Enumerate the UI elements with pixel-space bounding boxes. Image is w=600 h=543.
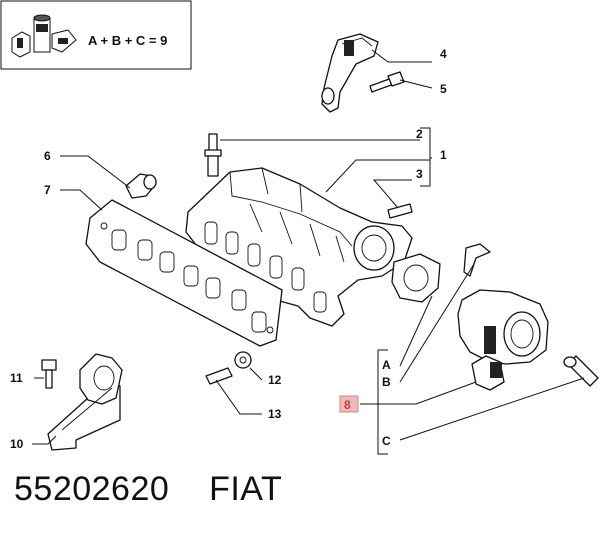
kit-parts-icon <box>11 14 77 58</box>
part-number: 55202620 <box>14 470 170 508</box>
callout-labels: 4 5 2 1 3 6 7 A B C 8 11 10 12 13 <box>10 47 447 451</box>
part-stud-2 <box>204 133 222 177</box>
part-sensor <box>321 33 379 113</box>
callout-label-12: 12 <box>268 373 282 387</box>
part-intake-manifold <box>185 167 413 327</box>
part-throttle-gasket <box>391 253 441 303</box>
part-bolt-11 <box>41 359 57 389</box>
callout-label-13: 13 <box>268 407 282 421</box>
part-gasket <box>85 199 283 347</box>
brand-name: FIAT <box>209 470 283 508</box>
kit-legend: A + B + C = 9 <box>0 0 192 70</box>
part-throttle-body <box>457 289 549 391</box>
kit-letter-b: B <box>382 375 391 389</box>
part-stud-3 <box>387 203 413 219</box>
callout-label-8: 8 <box>344 398 351 412</box>
callout-label-4: 4 <box>440 47 447 61</box>
part-bracket <box>463 243 491 277</box>
footer: 55202620 FIAT <box>14 470 282 509</box>
kit-letter-c: C <box>382 434 391 448</box>
callout-label-6: 6 <box>44 149 51 163</box>
kit-letter-a: A <box>382 358 391 372</box>
callout-label-5: 5 <box>440 82 447 96</box>
callout-8-highlight: 8 <box>339 395 359 413</box>
part-bolt-5 <box>369 71 405 93</box>
part-plug-6 <box>125 173 157 199</box>
kit-formula: A + B + C = 9 <box>88 33 167 48</box>
callout-label-3: 3 <box>416 167 423 181</box>
part-clip-bracket <box>47 353 123 451</box>
callout-label-1: 1 <box>440 148 447 162</box>
part-nut-12 <box>234 351 252 369</box>
part-stud-13 <box>205 367 233 385</box>
part-bolt-c <box>563 355 599 387</box>
callout-label-2: 2 <box>416 127 423 141</box>
callout-label-7: 7 <box>44 183 51 197</box>
callout-label-10: 10 <box>10 437 24 451</box>
callout-label-11: 11 <box>10 371 23 385</box>
leader-lines <box>32 49 585 455</box>
